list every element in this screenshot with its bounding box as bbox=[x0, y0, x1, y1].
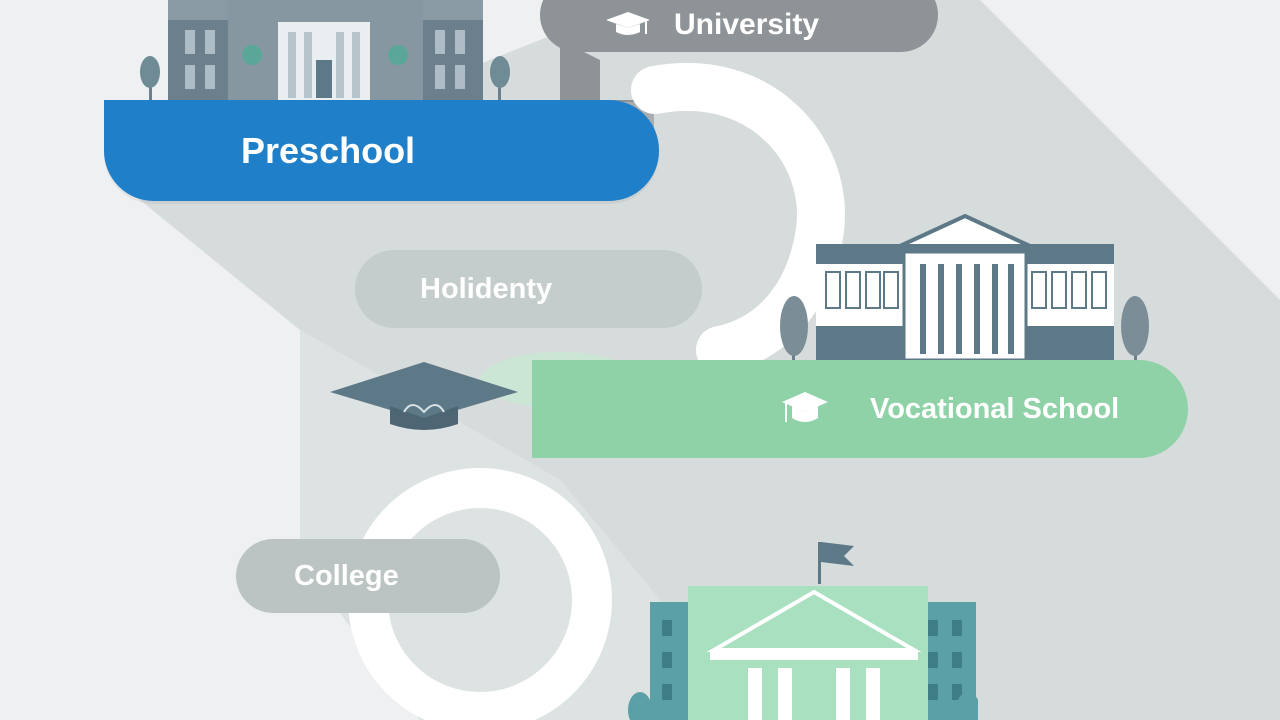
node-university-top: University bbox=[540, 0, 938, 52]
node-college-label: College bbox=[294, 559, 399, 592]
node-college: College bbox=[236, 539, 500, 613]
node-university-top-label: University bbox=[674, 8, 820, 41]
node-holidenty-label: Holidenty bbox=[420, 272, 553, 305]
node-vocational-school-label: Vocational School bbox=[870, 392, 1120, 425]
node-preschool: Preschool bbox=[104, 100, 659, 201]
college-building-icon bbox=[628, 542, 978, 720]
graduation-cap-icon bbox=[606, 12, 650, 35]
loop-arrow-upper bbox=[631, 62, 845, 374]
graduation-cap-icon bbox=[330, 362, 518, 430]
node-vocational-school: Vocational School bbox=[532, 360, 1188, 458]
school-building-icon bbox=[780, 214, 1149, 360]
node-preschool-label: Preschool bbox=[241, 129, 416, 171]
node-holidenty: Holidenty bbox=[355, 250, 702, 328]
flag-icon bbox=[821, 542, 854, 566]
university-building-icon bbox=[140, 0, 510, 102]
graduation-cap-icon bbox=[782, 392, 828, 422]
